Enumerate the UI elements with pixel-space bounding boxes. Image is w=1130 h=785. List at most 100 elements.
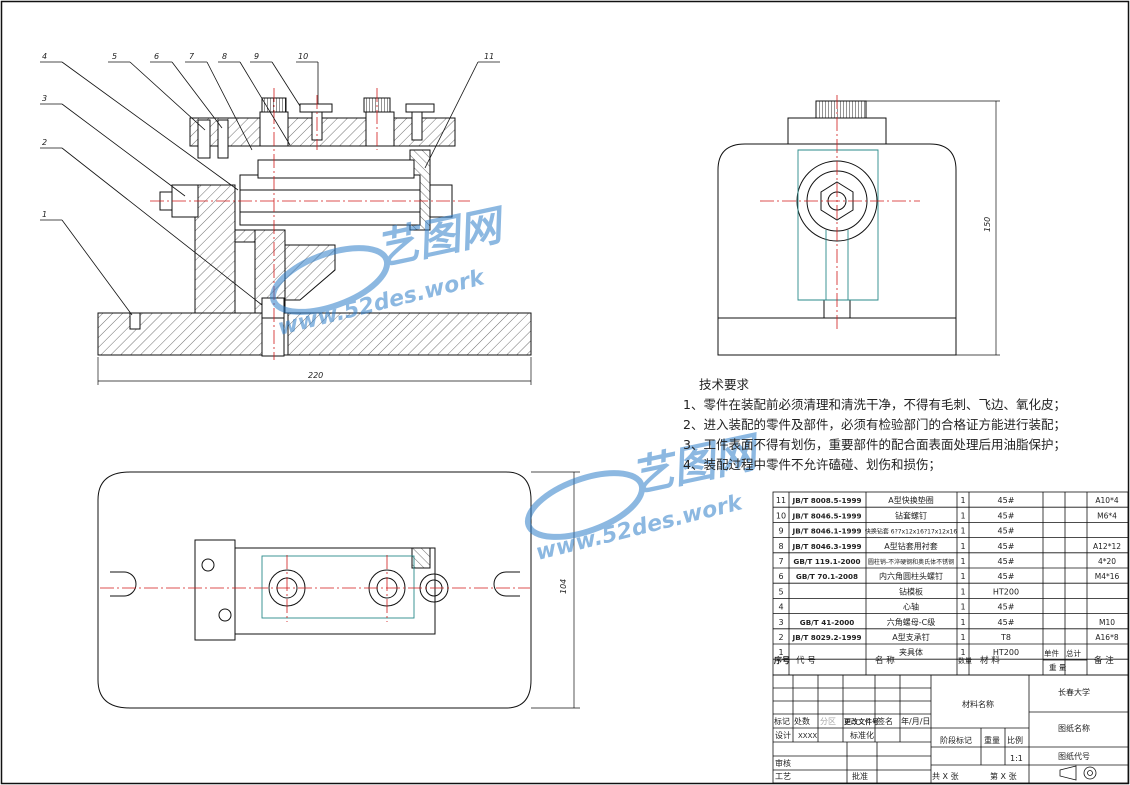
bom-cell-name: 钻模板 bbox=[899, 586, 923, 596]
tb-zone: 分区 bbox=[820, 717, 836, 726]
bom-cell-note: 4*20 bbox=[1098, 557, 1116, 566]
tech-req-item-3: 3、工件表面不得有划伤，重要部件的配合面表面处理后用油脂保护； bbox=[683, 437, 1066, 452]
bom-header-code: 代 号 bbox=[796, 655, 816, 666]
bom-header-name: 名 称 bbox=[875, 655, 895, 666]
bom-cell-qty: 1 bbox=[960, 496, 965, 505]
bom-cell-qty: 1 bbox=[960, 542, 965, 551]
bom-cell-qty: 1 bbox=[960, 603, 965, 612]
callout-8: 8 bbox=[222, 52, 227, 61]
tb-count: 处数 bbox=[794, 716, 810, 726]
bom-cell-name: 快换钻套 6?7x12x16?17x12x16 bbox=[865, 528, 957, 536]
tb-mark: 标记 bbox=[774, 716, 790, 726]
side-center-lines bbox=[760, 95, 920, 330]
bom-cell-name: 夹具体 bbox=[899, 647, 923, 657]
plan-view bbox=[97, 471, 532, 709]
tb-process: 工艺 bbox=[775, 772, 791, 781]
bom-cell-no: 9 bbox=[778, 527, 783, 536]
bom-cell-qty: 1 bbox=[960, 511, 965, 520]
callout-leaders bbox=[40, 61, 500, 316]
tb-sheet-no: 第 X 张 bbox=[990, 771, 1017, 781]
bom-header-note: 备 注 bbox=[1094, 655, 1114, 666]
callout-6: 6 bbox=[154, 52, 159, 61]
bom-cell-note: A12*12 bbox=[1093, 542, 1121, 551]
dim-104-label: 104 bbox=[559, 579, 568, 594]
tb-school: 长春大学 bbox=[1058, 687, 1090, 697]
callout-4: 4 bbox=[42, 52, 47, 61]
tb-designer: XXXX bbox=[798, 732, 817, 740]
tb-change-doc: 更改文件号 bbox=[844, 717, 879, 726]
front-center-lines bbox=[150, 88, 470, 360]
bom-cell-no: 3 bbox=[778, 618, 783, 627]
tech-req-item-1: 1、零件在装配前必须清理和清洗干净，不得有毛刺、飞边、氧化皮； bbox=[683, 397, 1066, 412]
callout-9: 9 bbox=[254, 52, 259, 61]
bom-cell-code: GB/T 41-2000 bbox=[800, 618, 854, 627]
callout-7: 7 bbox=[189, 52, 195, 61]
bom-cell-code: JB/T 8046.5-1999 bbox=[792, 511, 862, 520]
bom-cell-material: 45# bbox=[998, 511, 1015, 520]
tb-total-sheets: 共 X 张 bbox=[932, 772, 959, 781]
bom-cell-no: 11 bbox=[776, 496, 786, 505]
callout-labels: 1 2 3 4 5 6 7 8 9 10 11 bbox=[42, 52, 494, 219]
dim-plan-width bbox=[531, 471, 580, 709]
bom-cell-code: GB/T 70.1-2008 bbox=[796, 572, 858, 581]
tech-req-item-4: 4、装配过程中零件不允许磕碰、划伤和损伤； bbox=[683, 457, 941, 472]
bom-cell-no: 1 bbox=[778, 648, 783, 657]
tb-scale: 比例 bbox=[1007, 735, 1023, 745]
bom-cell-no: 2 bbox=[778, 633, 783, 642]
dim-view-height bbox=[866, 100, 1000, 356]
tb-scale-value: 1:1 bbox=[1010, 754, 1023, 763]
bom-cell-qty: 1 bbox=[960, 618, 965, 627]
dim-150-label: 150 bbox=[983, 217, 992, 232]
bom-cell-no: 4 bbox=[778, 603, 783, 612]
bom-cell-note: M10 bbox=[1099, 618, 1115, 627]
dim-overall-length bbox=[97, 357, 532, 385]
bom-cell-name: 六角螺母-C级 bbox=[887, 617, 935, 627]
bom-header-no: 序号 bbox=[774, 655, 790, 665]
bom-cell-material: 45# bbox=[998, 572, 1015, 581]
bom-header: 序号 代 号 名 称 数量 材 料 单件 总计 重 量 备 注 bbox=[774, 648, 1114, 672]
callout-2: 2 bbox=[42, 138, 47, 147]
dim-220-label: 220 bbox=[308, 371, 323, 380]
bom-cell-qty: 1 bbox=[960, 572, 965, 581]
bom-cell-material: 45# bbox=[998, 527, 1015, 536]
bom-cell-code: JB/T 8046.1-1999 bbox=[792, 527, 862, 536]
bom-cell-name: 内六角圆柱头螺钉 bbox=[879, 571, 943, 581]
tb-stage-mark: 阶段标记 bbox=[940, 735, 972, 745]
bom-cell-material: HT200 bbox=[993, 648, 1019, 657]
bom-cell-note: A10*4 bbox=[1095, 496, 1118, 505]
bom-cell-no: 7 bbox=[778, 557, 783, 566]
bom-cell-name: 心轴 bbox=[903, 602, 919, 612]
bom-cell-name: A型钻套用衬套 bbox=[884, 541, 937, 551]
bom-cell-material: HT200 bbox=[993, 587, 1019, 596]
callout-11: 11 bbox=[484, 52, 494, 61]
tb-standardize: 标准化 bbox=[850, 730, 874, 740]
plan-center-lines bbox=[100, 555, 530, 622]
front-section-view bbox=[97, 97, 532, 357]
bom-header-total: 总计 bbox=[1066, 648, 1082, 658]
tb-approve: 批准 bbox=[852, 771, 868, 781]
tech-req-title: 技术要求 bbox=[699, 377, 750, 392]
projection-symbol bbox=[1059, 765, 1097, 781]
bom-cell-name: 钻套螺钉 bbox=[895, 510, 927, 520]
bom-header-material: 材 料 bbox=[980, 655, 1000, 666]
tb-design: 设计 bbox=[775, 730, 791, 740]
bom-cell-note: M4*16 bbox=[1095, 572, 1120, 581]
bom-cell-note: A16*8 bbox=[1095, 633, 1118, 642]
bom-cell-no: 5 bbox=[778, 587, 783, 596]
bom-cell-note: M6*4 bbox=[1097, 511, 1117, 520]
bom-header-unit: 单件 bbox=[1044, 648, 1060, 658]
bom-cell-material: 45# bbox=[998, 542, 1015, 551]
bom-cell-material: 45# bbox=[998, 618, 1015, 627]
bom-cell-name: A型支承钉 bbox=[892, 632, 929, 642]
tb-drawing-name: 图纸名称 bbox=[1058, 723, 1090, 733]
bom-cell-name: 圆柱销-不淬硬钢和奥氏体不锈钢 bbox=[868, 558, 954, 566]
bom-cell-qty: 1 bbox=[960, 557, 965, 566]
callout-10: 10 bbox=[298, 52, 308, 61]
bom-cell-code: GB/T 119.1-2000 bbox=[793, 557, 860, 566]
bom-cell-material: T8 bbox=[1000, 633, 1011, 642]
tb-sign: 签名 bbox=[877, 716, 893, 726]
bom-cell-material: 45# bbox=[998, 557, 1015, 566]
